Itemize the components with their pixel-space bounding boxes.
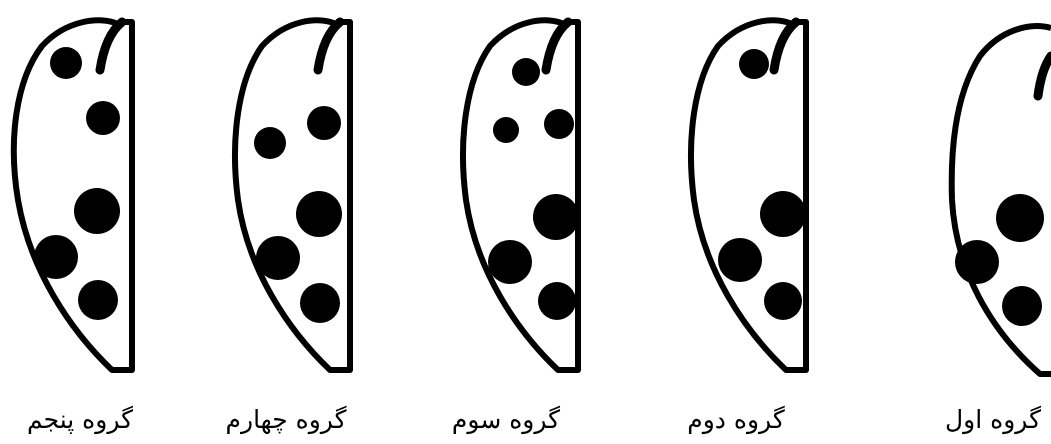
seed-notch bbox=[774, 22, 796, 70]
seed-dot bbox=[488, 240, 532, 284]
seed-dot bbox=[512, 58, 540, 86]
seed-dot bbox=[74, 188, 120, 234]
seed-dot bbox=[955, 240, 999, 284]
seed-dot bbox=[256, 236, 300, 280]
seed-dot bbox=[300, 283, 340, 323]
seed-dot bbox=[533, 194, 579, 240]
seed-dot bbox=[86, 101, 120, 135]
seed-dot bbox=[34, 235, 78, 279]
seed-dot bbox=[544, 109, 574, 139]
seed-notch bbox=[1038, 56, 1051, 96]
seed-dot bbox=[718, 238, 762, 282]
seed-dot bbox=[760, 191, 806, 237]
seed-outline bbox=[952, 26, 1051, 374]
seed-notch bbox=[318, 22, 340, 70]
group-label-3: گروه سوم bbox=[431, 404, 581, 436]
seed-dot bbox=[538, 282, 576, 320]
group-label-5: گروه پنجم bbox=[5, 404, 155, 436]
seed-dot bbox=[1002, 286, 1042, 326]
seed-dot bbox=[739, 49, 769, 79]
group-label-2: گروه دوم bbox=[661, 404, 811, 436]
seed-group-3 bbox=[463, 20, 579, 370]
seed-dot bbox=[50, 47, 82, 79]
group-label-1: گروه اول bbox=[918, 404, 1051, 436]
seed-dot bbox=[493, 117, 519, 143]
seed-dot bbox=[254, 127, 286, 159]
seed-notch bbox=[100, 22, 122, 70]
seed-dot bbox=[307, 106, 341, 140]
seed-group-2 bbox=[691, 20, 806, 370]
seed-notch bbox=[546, 22, 568, 70]
seed-group-4 bbox=[235, 20, 350, 370]
seed-group-5 bbox=[14, 20, 132, 370]
seed-dot bbox=[996, 194, 1044, 242]
seed-dot bbox=[78, 280, 118, 320]
seed-dot bbox=[764, 282, 802, 320]
seed-group-1 bbox=[952, 26, 1051, 374]
group-label-4: گروه چهارم bbox=[211, 404, 361, 436]
seed-dot bbox=[296, 191, 342, 237]
